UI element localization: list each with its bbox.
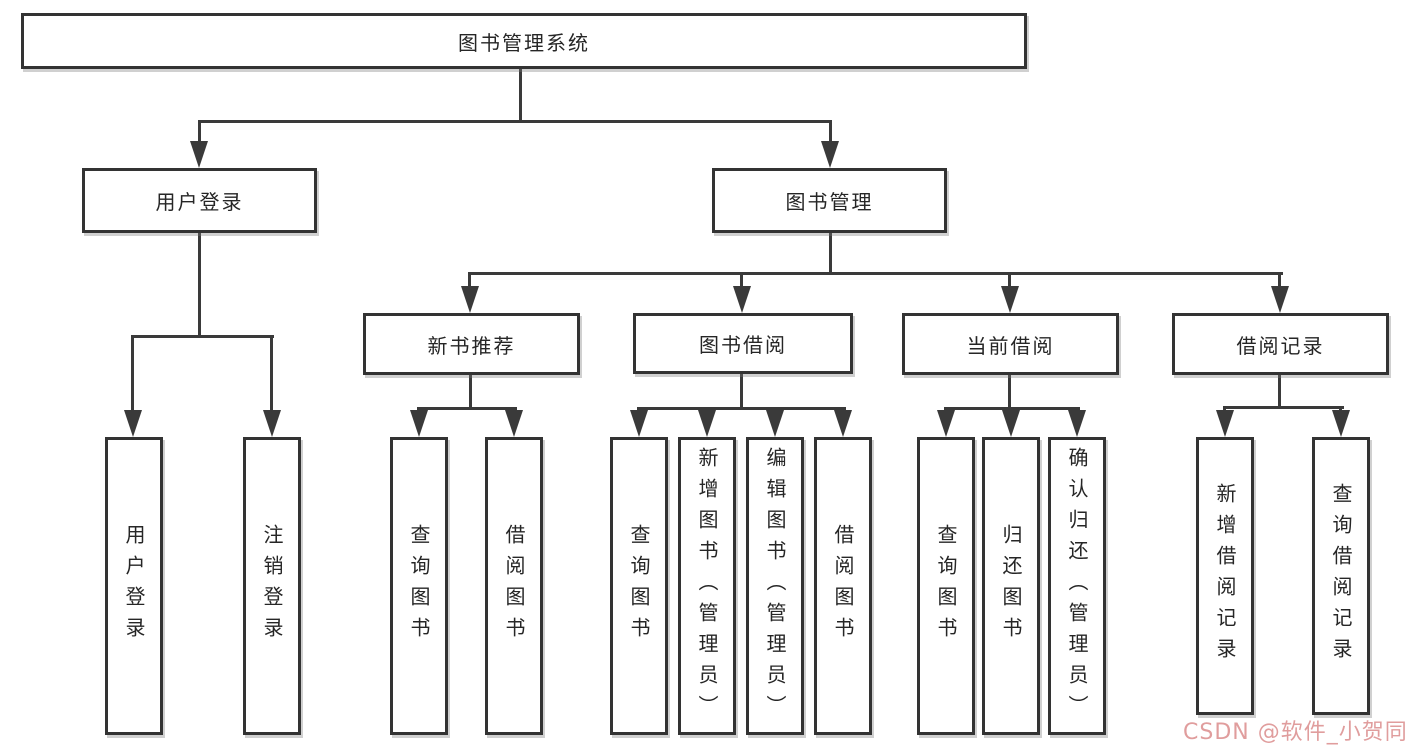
arrowhead-icon xyxy=(733,286,751,313)
connector-line xyxy=(418,407,517,410)
arrowhead-icon xyxy=(461,286,479,313)
leaf-borrow-add-admin: 新增图书（管理员） xyxy=(678,437,736,735)
connector-line xyxy=(519,69,522,122)
connector-line xyxy=(945,407,1080,410)
connector-line xyxy=(198,233,201,338)
node-borrow-records: 借阅记录 xyxy=(1172,313,1389,375)
node-current-borrow: 当前借阅 xyxy=(902,313,1119,375)
arrowhead-icon xyxy=(1271,286,1289,313)
connector-line xyxy=(468,272,471,289)
leaf-current-query: 查询图书 xyxy=(917,437,975,735)
csdn-watermark: CSDN @软件_小贺同学 xyxy=(1183,720,1405,745)
arrowhead-icon xyxy=(263,410,281,437)
leaf-logout: 注销登录 xyxy=(243,437,301,735)
connector-line xyxy=(199,120,832,123)
leaf-records-query: 查询借阅记录 xyxy=(1312,437,1370,715)
arrowhead-icon xyxy=(834,410,852,437)
arrowhead-icon xyxy=(1068,410,1086,437)
connector-line xyxy=(1008,272,1011,289)
arrowhead-icon xyxy=(1216,410,1234,437)
leaf-borrow-borrow: 借阅图书 xyxy=(814,437,872,735)
arrowhead-icon xyxy=(698,410,716,437)
arrowhead-icon xyxy=(630,410,648,437)
arrowhead-icon xyxy=(410,410,428,437)
connector-line xyxy=(740,373,743,410)
node-book-borrow: 图书借阅 xyxy=(633,313,853,374)
leaf-borrow-query: 查询图书 xyxy=(610,437,668,735)
connector-line xyxy=(270,335,273,413)
arrowhead-icon xyxy=(190,141,208,168)
connector-line xyxy=(1278,272,1281,289)
arrowhead-icon xyxy=(821,141,839,168)
arrowhead-icon xyxy=(124,410,142,437)
connector-line xyxy=(1224,406,1344,409)
connector-line xyxy=(1339,406,1342,413)
node-user-login: 用户登录 xyxy=(82,168,317,233)
leaf-current-return: 归还图书 xyxy=(982,437,1040,735)
arrowhead-icon xyxy=(1332,410,1350,437)
node-book-management: 图书管理 xyxy=(712,168,947,233)
connector-line xyxy=(1223,406,1226,413)
leaf-current-confirm-admin: 确认归还（管理员） xyxy=(1048,437,1106,735)
connector-line xyxy=(740,272,743,289)
leaf-user-login: 用户登录 xyxy=(105,437,163,735)
node-new-book-recommend: 新书推荐 xyxy=(363,313,580,375)
node-root: 图书管理系统 xyxy=(21,13,1027,69)
leaf-records-add: 新增借阅记录 xyxy=(1196,437,1254,715)
connector-line xyxy=(638,407,846,410)
connector-line xyxy=(469,272,1283,275)
leaf-borrow-edit-admin: 编辑图书（管理员） xyxy=(746,437,804,735)
connector-line xyxy=(131,335,134,413)
connector-line xyxy=(198,120,201,146)
leaf-newbooks-query: 查询图书 xyxy=(390,437,448,735)
arrowhead-icon xyxy=(1001,286,1019,313)
connector-line xyxy=(829,120,832,146)
connector-line xyxy=(132,335,274,338)
arrowhead-icon xyxy=(1002,410,1020,437)
arrowhead-icon xyxy=(505,410,523,437)
arrowhead-icon xyxy=(937,410,955,437)
connector-line xyxy=(1008,375,1011,410)
leaf-newbooks-borrow: 借阅图书 xyxy=(485,437,543,735)
arrowhead-icon xyxy=(766,410,784,437)
connector-line xyxy=(829,233,832,275)
connector-line xyxy=(469,375,472,410)
connector-line xyxy=(1278,375,1281,409)
